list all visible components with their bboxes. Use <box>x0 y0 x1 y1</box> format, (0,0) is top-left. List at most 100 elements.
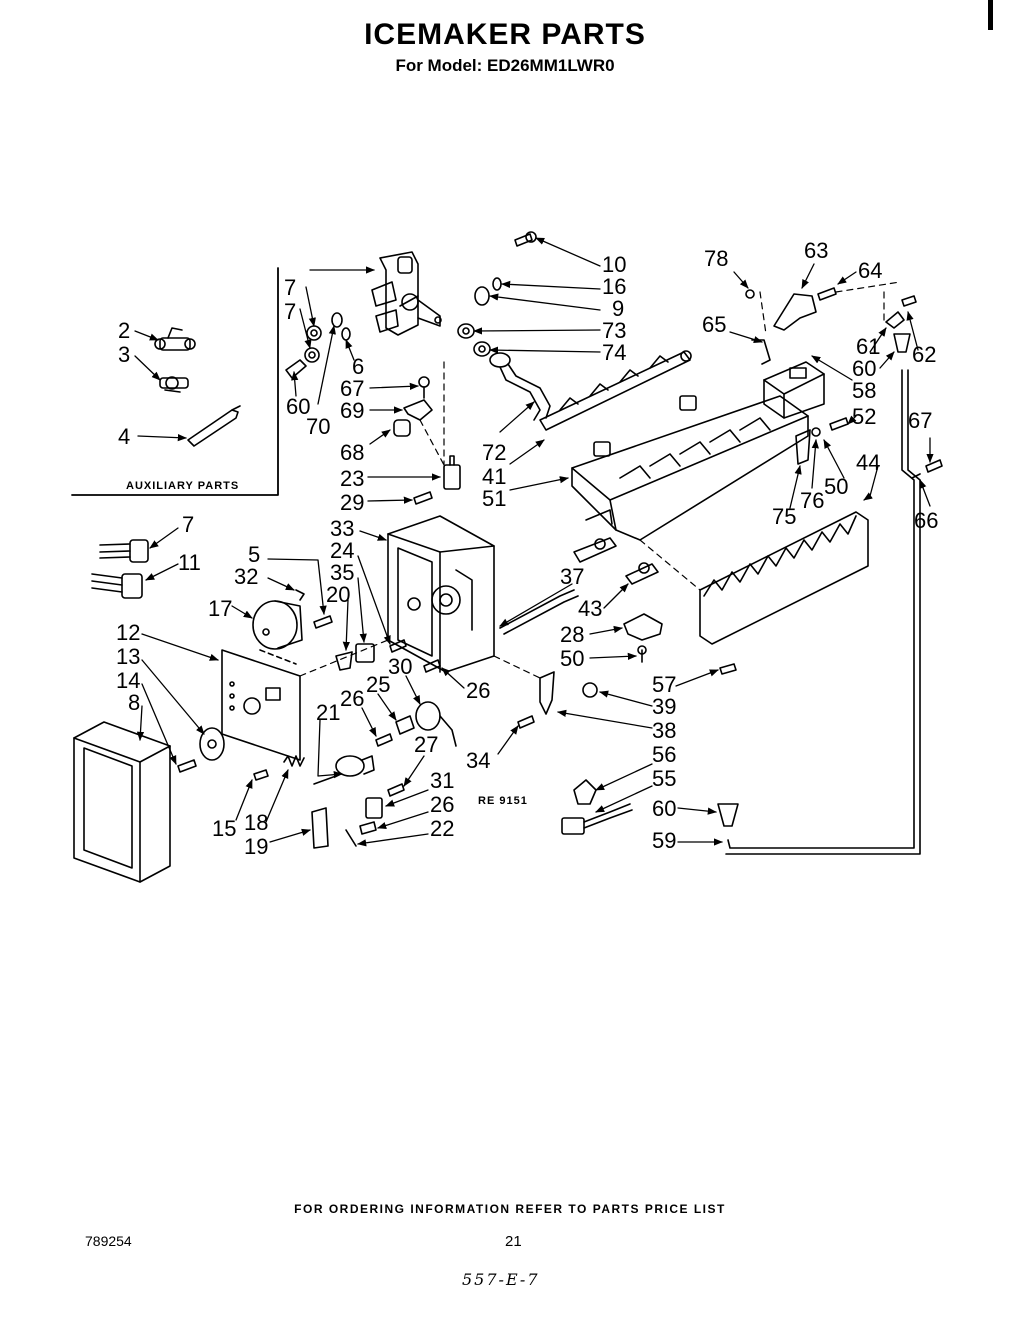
callout-75: 75 <box>772 504 796 529</box>
callout-15: 15 <box>212 816 236 841</box>
callout-60a: 60 <box>286 394 310 419</box>
callout-63: 63 <box>804 238 828 263</box>
callout-60c: 60 <box>852 356 876 381</box>
part-67-screw-right <box>925 459 943 473</box>
part-60-grommet-top <box>893 333 911 353</box>
callout-24: 24 <box>330 538 354 563</box>
callout-18: 18 <box>244 810 268 835</box>
part-58-bracket <box>763 361 825 419</box>
part-72-fill-tube <box>489 352 551 421</box>
callout-69: 69 <box>340 398 364 423</box>
part-26-screw-c <box>359 821 377 835</box>
callout-67b: 67 <box>908 408 932 433</box>
part-68-cap <box>393 419 411 437</box>
callout-68: 68 <box>340 440 364 465</box>
part-61-clamp <box>885 311 905 329</box>
part-41-ejector <box>539 350 692 431</box>
callout-20: 20 <box>326 582 350 607</box>
callout-27: 27 <box>414 732 438 757</box>
callout-25: 25 <box>366 672 390 697</box>
valve-nuts-7 <box>304 325 322 363</box>
callout-23: 23 <box>340 466 364 491</box>
part-19-bracket <box>311 807 329 849</box>
callout-19: 19 <box>244 834 268 859</box>
auxiliary-parts-label: AUXILIARY PARTS <box>126 480 239 492</box>
callout-60b: 60 <box>652 796 676 821</box>
part-57-screw <box>719 663 737 675</box>
assembly-lines <box>299 281 901 679</box>
callout-41: 41 <box>482 464 506 489</box>
part-25-spacer <box>395 715 415 735</box>
callout-14: 14 <box>116 668 140 693</box>
callout-73: 73 <box>602 318 626 343</box>
part-50-screw <box>637 645 647 663</box>
part-10-screw <box>514 231 537 247</box>
part-13-gear <box>199 727 225 761</box>
part-64-screw <box>817 287 837 301</box>
part-52-screw <box>829 417 849 431</box>
part-26-screw-a <box>423 659 441 673</box>
part-59-water-tube <box>725 369 921 855</box>
callout-26c: 26 <box>430 792 454 817</box>
callout-labels: 2 3 4 7 7 60 70 6 10 16 9 73 74 67 69 68… <box>116 238 938 859</box>
part-38-arm <box>539 671 555 715</box>
part-7-harness <box>99 539 149 563</box>
callout-35: 35 <box>330 560 354 585</box>
callout-67a: 67 <box>340 376 364 401</box>
callout-39: 39 <box>652 694 676 719</box>
callout-34: 34 <box>466 748 490 773</box>
part-14-screw <box>177 759 197 773</box>
part-9-fitting <box>474 286 490 306</box>
callout-32: 32 <box>234 564 258 589</box>
part-2-valve <box>154 327 196 351</box>
callout-70: 70 <box>306 414 330 439</box>
callout-62: 62 <box>912 342 936 367</box>
part-69-clip <box>403 399 433 421</box>
part-21-thermostat <box>313 755 375 785</box>
callout-7c: 7 <box>182 512 194 537</box>
part-70-ring <box>331 312 343 328</box>
reference-code: RE 9151 <box>478 795 528 807</box>
callout-50b: 50 <box>824 474 848 499</box>
part-15-screw <box>253 769 269 781</box>
part-33-housing <box>387 515 495 673</box>
auxiliary-label-group: AUXILIARY PARTS <box>126 480 239 492</box>
page-title: ICEMAKER PARTS <box>364 18 646 51</box>
callout-65: 65 <box>702 312 726 337</box>
auxiliary-parts-box <box>71 267 279 496</box>
part-56-cap <box>573 779 597 805</box>
part-12-plate <box>221 649 301 761</box>
part-65-elbow <box>751 339 771 365</box>
part-30-cam <box>415 701 457 747</box>
part-43-shaft <box>573 537 659 585</box>
callout-5: 5 <box>248 542 260 567</box>
water-valve-assembly <box>371 251 442 336</box>
callout-37: 37 <box>560 564 584 589</box>
part-18-spring <box>283 755 305 767</box>
callout-59: 59 <box>652 828 676 853</box>
part-11-harness <box>91 573 143 599</box>
ordering-note: FOR ORDERING INFORMATION REFER TO PARTS … <box>294 1202 726 1216</box>
callout-56: 56 <box>652 742 676 767</box>
part-32-spring <box>295 589 305 601</box>
callout-11: 11 <box>178 550 201 575</box>
part-28-bracket <box>623 613 663 641</box>
callout-7b: 7 <box>284 299 296 324</box>
part-20-lever <box>335 651 353 671</box>
part-78-nut <box>745 289 755 299</box>
callout-51: 51 <box>482 486 506 511</box>
callout-55: 55 <box>652 766 676 791</box>
part-29-screw <box>413 491 433 505</box>
handwritten-code: 557-E-7 <box>462 1270 540 1289</box>
callout-52: 52 <box>852 404 876 429</box>
callout-8: 8 <box>128 690 140 715</box>
corner-registration-mark <box>988 0 993 30</box>
part-62-screw <box>901 295 917 307</box>
callout-4: 4 <box>118 424 130 449</box>
callout-9: 9 <box>612 296 624 321</box>
callout-7a: 7 <box>284 275 296 300</box>
callout-22: 22 <box>430 816 454 841</box>
callout-74: 74 <box>602 340 626 365</box>
page-number: 21 <box>505 1233 522 1250</box>
part-27-screw <box>387 783 405 797</box>
